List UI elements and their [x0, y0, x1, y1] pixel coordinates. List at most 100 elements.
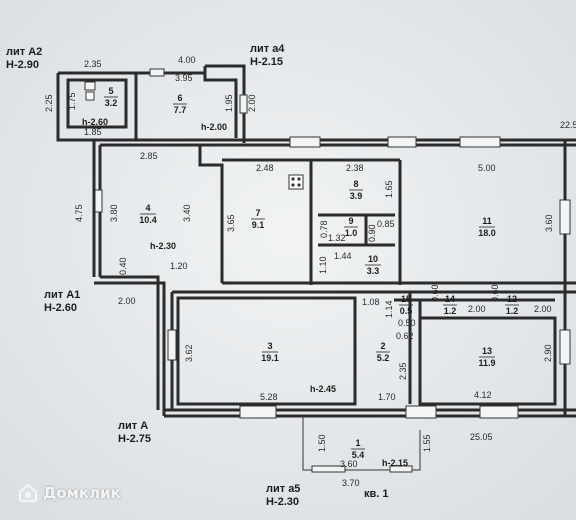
dim: 2.35	[398, 362, 408, 380]
watermark-text: Домклик	[43, 484, 121, 502]
dim: 1.10	[318, 256, 328, 274]
dim: 3.60	[340, 459, 358, 469]
dim: 2.38	[346, 163, 364, 173]
dimensions: 2.35 4.00 3.95 2.25 1.75 1.95 2.00 1.85 …	[44, 55, 554, 488]
dim: 1.95	[224, 94, 234, 112]
height-label: h-2.00	[201, 122, 227, 132]
window	[239, 405, 277, 419]
lit-a1-name: лит А1	[44, 289, 80, 301]
room-number: 11	[482, 216, 492, 226]
room-14: 14 1.2	[443, 294, 457, 316]
dim: 0.40	[118, 257, 128, 275]
dim: 2.48	[256, 163, 274, 173]
dim: 2.00	[468, 304, 486, 314]
window	[149, 68, 165, 77]
lit-a4-h: H-2.15	[250, 56, 283, 68]
room-area: 1.2	[444, 306, 457, 316]
dim: 0.60	[430, 284, 440, 302]
room-area: 1.2	[506, 306, 519, 316]
dim: 1.65	[384, 180, 394, 198]
room-area: 5.2	[377, 353, 390, 363]
room-area: 7.7	[174, 105, 187, 115]
room-1: 1 5.4	[351, 438, 365, 460]
porch-step-2	[389, 465, 413, 473]
dim: 3.65	[226, 214, 236, 232]
lit-a-h: H-2.75	[118, 433, 151, 445]
room-area: 3.9	[350, 191, 363, 201]
room-number: 4	[145, 203, 150, 213]
height-label: h-2.45	[310, 384, 336, 394]
height-label: h-2.60	[82, 117, 108, 127]
window	[559, 329, 571, 365]
dim: 4.75	[74, 204, 84, 222]
dim: 2.90	[543, 344, 553, 362]
window	[459, 136, 501, 148]
lit-a2-name: лит А2	[6, 46, 42, 58]
wall-room-5	[66, 78, 128, 129]
window	[84, 81, 96, 91]
dim: 2.25	[44, 94, 54, 112]
sheet-label: кв. 1	[364, 488, 389, 500]
room-area: 3.3	[367, 266, 380, 276]
room-number: 2	[380, 341, 385, 351]
dim: 2.35	[84, 59, 102, 69]
room-area: 9.1	[252, 220, 265, 230]
wall-room-14-15	[394, 298, 555, 318]
dim: 3.95	[175, 73, 193, 83]
dim: 1.14	[384, 300, 394, 318]
room-number: 12	[507, 294, 517, 304]
room-6: 6 7.7	[173, 93, 187, 115]
dim: 2.00	[118, 296, 136, 306]
window	[167, 329, 177, 361]
dim: 0.60	[490, 284, 500, 302]
room-5: 5 3.2	[104, 86, 118, 108]
room-area: 10.4	[139, 215, 157, 225]
lit-a-name: лит А	[118, 420, 148, 432]
room-8: 8 3.9	[349, 179, 363, 201]
room-4: 4 10.4	[139, 203, 157, 225]
room-number: 1	[355, 438, 360, 448]
dim: 1.50	[317, 434, 327, 452]
wall-room-9	[318, 213, 395, 247]
dim: 1.70	[378, 392, 396, 402]
dim: 4.12	[474, 390, 492, 400]
dim: 1.20	[170, 261, 188, 271]
height-label: h-2.15	[382, 458, 408, 468]
window	[405, 405, 437, 419]
room-7: 7 9.1	[251, 208, 265, 230]
dim: 2.85	[140, 151, 158, 161]
room-number: 15	[401, 294, 411, 304]
dim: 1.32	[328, 233, 346, 243]
wall-middle	[172, 281, 576, 294]
room-number: 6	[177, 93, 182, 103]
room-number: 7	[255, 208, 260, 218]
room-area: 3.2	[105, 98, 118, 108]
dim: 4.00	[178, 55, 196, 65]
wall-room-4-7	[198, 145, 224, 283]
room-number: 10	[368, 254, 378, 264]
dim: 1.85	[84, 127, 102, 137]
dim: 5.00	[478, 163, 496, 173]
dim: 0.85	[377, 219, 395, 229]
windows	[84, 68, 571, 419]
room-area: 1.0	[345, 228, 358, 238]
dim: 0.50	[398, 318, 416, 328]
dim: 1.55	[422, 434, 432, 452]
wall-porch	[302, 416, 421, 471]
room-area: 0.5	[400, 306, 413, 316]
window	[289, 136, 321, 148]
window	[239, 94, 248, 114]
dim: 3.62	[184, 344, 194, 362]
dim: 0.62	[396, 331, 414, 341]
lit-a2-h: H-2.90	[6, 59, 39, 71]
porch-step	[311, 465, 346, 473]
room-11: 11 18.0	[478, 216, 496, 238]
room-15: 15 0.5	[399, 294, 413, 316]
dim: 5.28	[260, 392, 278, 402]
lit-a5-name: лит а5	[266, 483, 300, 495]
dim: 0.90	[367, 224, 377, 242]
room-13: 13 11.9	[478, 346, 495, 368]
window	[94, 189, 103, 213]
dim: 2.00	[534, 304, 552, 314]
